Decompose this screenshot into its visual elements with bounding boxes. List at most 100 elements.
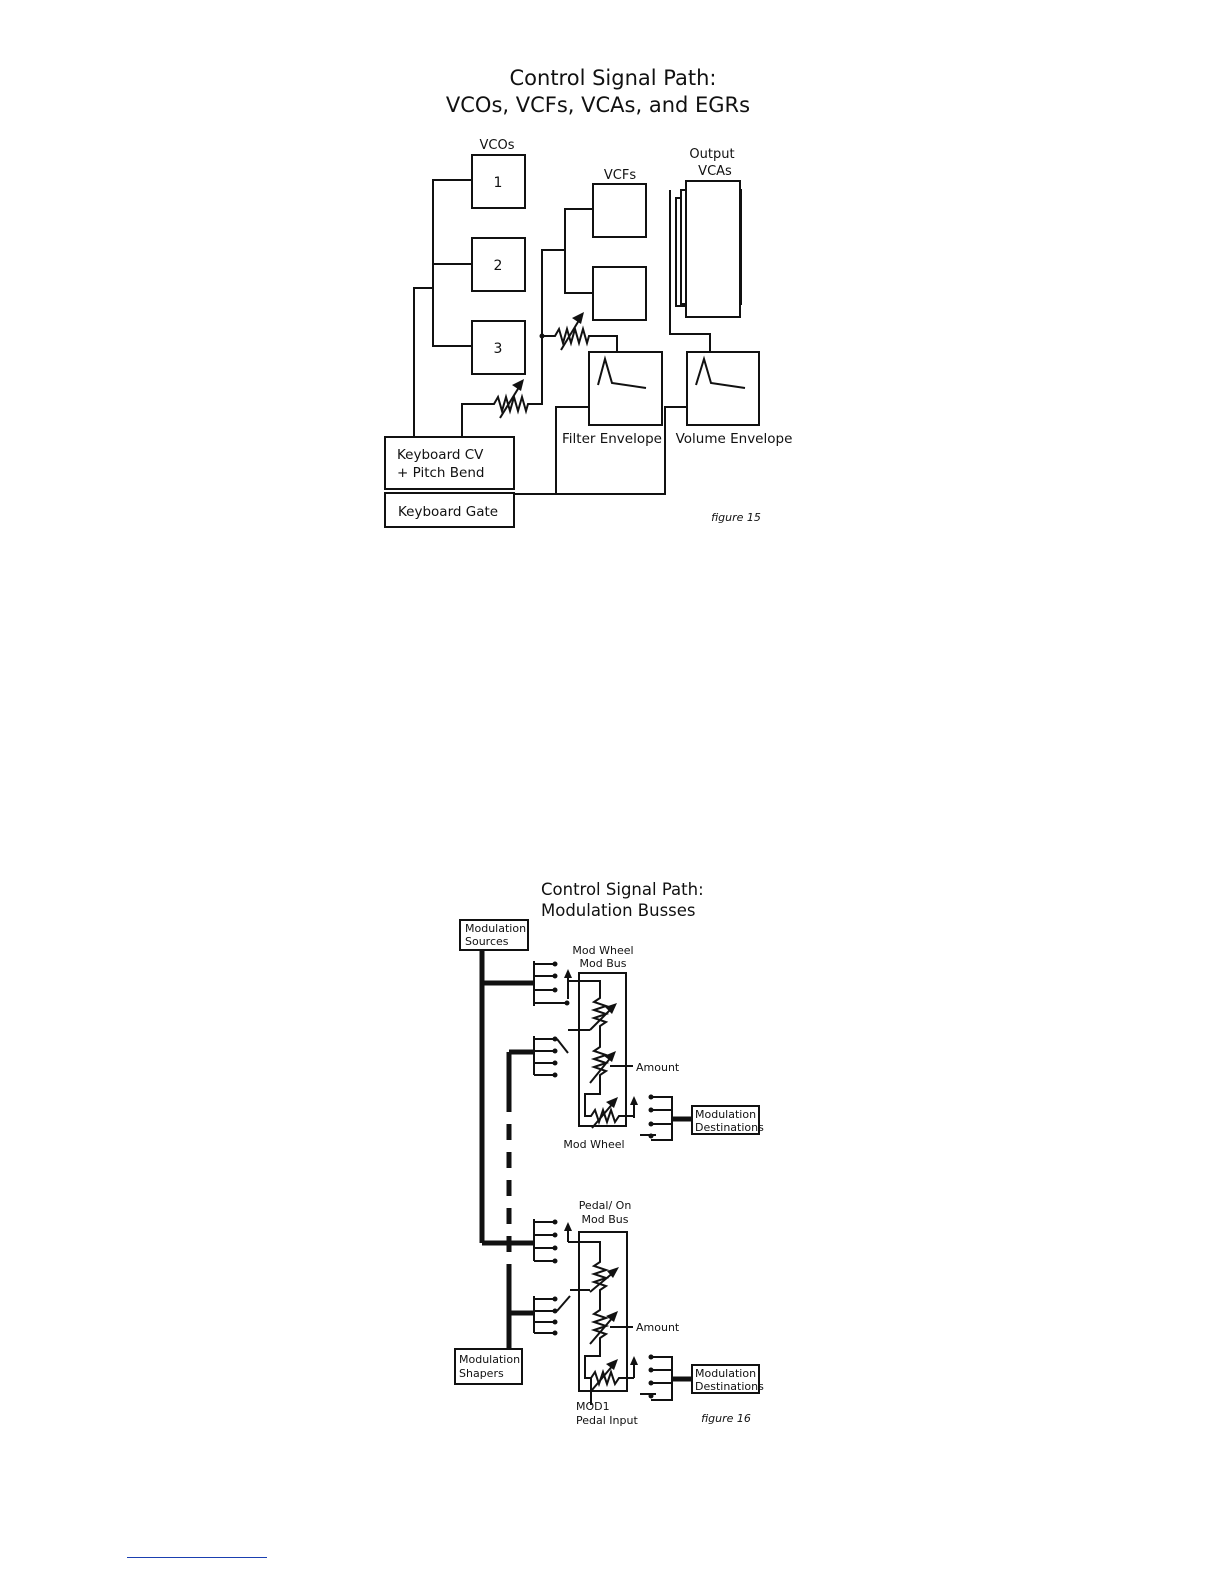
output-label-1: Output (689, 147, 734, 162)
bus1-switch-a-dots (552, 961, 570, 1006)
vco-2-number: 2 (494, 258, 503, 274)
figure-15: Control Signal Path: VCOs, VCFs, VCAs, a… (384, 66, 793, 528)
vcos-label: VCOs (480, 138, 515, 153)
fig16-title-line2: Modulation Busses (541, 901, 696, 920)
vcf-bus-wire (564, 208, 593, 294)
bus1-switch-b-dots (552, 1036, 558, 1078)
vca-env-wire (669, 190, 711, 352)
trim-arrow-1-head (512, 379, 524, 391)
mod-sources-label-2: Sources (465, 935, 509, 948)
vco-2-box (471, 237, 526, 292)
bus2-trim-arrow-c (591, 1363, 615, 1391)
bus2-bottom-label-2: Pedal Input (576, 1414, 638, 1427)
vcf-2-box (592, 266, 647, 321)
bus1-dest-contacts (640, 1096, 673, 1141)
filter-envelope-label: Filter Envelope (562, 431, 662, 447)
volume-envelope-box (686, 351, 760, 426)
fig15-title-line1: Control Signal Path: (510, 66, 717, 90)
bus1-amount-label: Amount (636, 1061, 680, 1074)
bus2-dest-label-1: Modulation (695, 1367, 756, 1380)
bus2-switch-b-dots (552, 1296, 558, 1336)
bus2-dest-contacts (640, 1356, 673, 1401)
keyboard-gate-label: Keyboard Gate (398, 504, 498, 520)
bus2-dest-arrow (630, 1356, 638, 1365)
bus2-dest-label-2: Destinations (695, 1380, 764, 1393)
bus2-frame (578, 1231, 628, 1392)
filter-env-amount-wire (542, 325, 618, 352)
vco-1-box (471, 154, 526, 209)
mod-shapers-branch-1 (506, 1049, 534, 1112)
bus1-trim-arrow-c (591, 1101, 615, 1129)
figure-16: Control Signal Path: Modulation Busses M… (454, 880, 764, 1427)
filter-envelope-box (588, 351, 663, 426)
bus1-frame (578, 972, 627, 1127)
bus2-switch-a-arrow (564, 1222, 572, 1231)
bus2-switch-a-contacts (533, 1219, 555, 1262)
bus1-dest-dots (648, 1094, 654, 1139)
output-vca-box (685, 180, 741, 318)
bus2-resistor-chain (568, 1241, 634, 1388)
bus1-switch-a-arrow (564, 969, 572, 978)
keyboard-cv-label-2: + Pitch Bend (397, 465, 484, 481)
bus1-trim-arrow-c-head (606, 1097, 618, 1108)
bus1-trim-arrow-b-head (604, 1051, 616, 1062)
bus2-switch-a-dots (552, 1219, 558, 1264)
gate-wire (514, 406, 687, 495)
modulation-sources-box (459, 919, 529, 951)
vco-1-number: 1 (494, 175, 503, 191)
keyboard-cv-label-1: Keyboard CV (397, 447, 484, 463)
output-label-2: VCAs (698, 164, 732, 179)
vco-3-number: 3 (494, 341, 503, 357)
bus1-switch-a-contacts (533, 961, 567, 1006)
modulation-shapers-box (454, 1348, 523, 1385)
volume-envelope-label: Volume Envelope (676, 431, 793, 447)
bus1-switch-b-contacts (533, 1036, 555, 1076)
keyboard-gate-box (384, 492, 515, 528)
keyboard-cv-wire (413, 287, 433, 437)
bus2-switch-b-contacts (533, 1296, 555, 1334)
bus1-bottom-label: Mod Wheel (563, 1138, 624, 1151)
bus2-bottom-label-1: MOD1 (576, 1400, 610, 1413)
bus1-label-2: Mod Bus (580, 957, 627, 970)
bus1-trim-arrow-b (589, 1055, 613, 1084)
bus2-amount-label: Amount (636, 1321, 680, 1334)
bus1-label-1: Mod Wheel (572, 944, 633, 957)
figure-15-caption: figure 15 (711, 511, 761, 524)
vco-bus-wire (432, 179, 472, 347)
bus2-trim-arrow-a-head (607, 1267, 619, 1278)
bus1-dest-label-1: Modulation (695, 1108, 756, 1121)
bus1-switch-b-arm (556, 1038, 569, 1054)
trim-arrow-1-line (499, 383, 522, 419)
vcfs-label: VCFs (604, 168, 636, 183)
bus2-trim-arrow-c-head (606, 1359, 618, 1370)
fig15-title-line2: VCOs, VCFs, VCAs, and EGRs (446, 93, 750, 117)
bus2-dest-dots (648, 1354, 654, 1399)
bus2-switch-b-arm (556, 1295, 571, 1312)
fig16-title-line1: Control Signal Path: (541, 880, 704, 899)
bus1-dest-label-2: Destinations (695, 1121, 764, 1134)
keyboard-cv-box (384, 436, 515, 490)
figure-16-caption: figure 16 (701, 1412, 751, 1425)
bus2-destinations-box (691, 1364, 760, 1394)
trim-arrow-2-head (572, 312, 584, 324)
bus2-label-2: Mod Bus (582, 1213, 629, 1226)
vco-3-box (471, 320, 526, 375)
bus1-trim-arrow-a (589, 1007, 613, 1031)
bus2-trim-arrow-a (589, 1271, 615, 1293)
bus1-dest-arrow (630, 1096, 638, 1105)
footnote-rule (127, 1557, 267, 1558)
filter-envelope-shape (597, 355, 647, 389)
mod-shapers-label-2: Shapers (459, 1367, 504, 1380)
vcf-1-box (592, 183, 647, 238)
mod-shapers-label-1: Modulation (459, 1353, 520, 1366)
bus2-trim-arrow-b (589, 1315, 615, 1345)
bus2-label-1: Pedal/ On (579, 1199, 632, 1212)
mod-sources-label-1: Modulation (465, 922, 526, 935)
bus1-resistor-chain (568, 980, 634, 1126)
wire-junction (539, 333, 545, 339)
volume-envelope-shape (695, 355, 746, 389)
bus2-trim-arrow-b-head (606, 1311, 618, 1322)
bus1-destinations-box (691, 1105, 760, 1135)
trim-arrow-2-line (560, 316, 582, 351)
